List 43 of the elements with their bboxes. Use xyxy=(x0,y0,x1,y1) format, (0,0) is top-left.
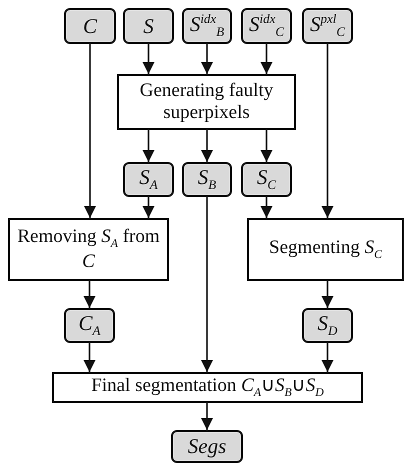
arrow xyxy=(260,130,272,162)
data-box xyxy=(182,8,232,44)
arrow xyxy=(201,403,213,430)
arrow xyxy=(260,197,272,218)
arrow xyxy=(84,343,96,372)
arrow xyxy=(142,130,154,162)
arrow xyxy=(84,44,96,218)
process-label: Segmenting S$_{C}$ xyxy=(269,237,382,262)
variable-label: S$_{B}$ xyxy=(198,165,216,194)
arrow xyxy=(142,197,154,218)
variable-label: C xyxy=(82,14,97,38)
arrow xyxy=(322,44,334,218)
arrow xyxy=(201,197,213,372)
arrow xyxy=(142,44,154,74)
data-box xyxy=(64,308,115,343)
process-box xyxy=(117,74,296,130)
data-box xyxy=(302,8,353,44)
data-box xyxy=(123,162,174,197)
process-box xyxy=(247,218,404,281)
arrow xyxy=(322,281,334,308)
process-box xyxy=(52,372,363,403)
arrow xyxy=(201,44,213,74)
variable-label: S xyxy=(143,14,154,38)
variable-label: S$_{A}$ xyxy=(139,165,158,194)
process-label: Final segmentation C$_{A}$∪S$_{B}$∪S$_{D}$ xyxy=(91,375,324,400)
data-box xyxy=(241,162,292,197)
data-box xyxy=(171,430,243,463)
variable-label: S$_{C}$ xyxy=(256,165,276,194)
variable-label: C$_{A}$ xyxy=(78,311,100,340)
arrow xyxy=(322,343,334,372)
data-box xyxy=(64,8,116,44)
process-box xyxy=(8,218,169,281)
variable-label: Segs xyxy=(188,434,226,459)
data-box xyxy=(182,162,232,197)
data-box xyxy=(123,8,174,44)
arrow xyxy=(84,281,96,308)
process-label: Generating faulty superpixels xyxy=(138,80,274,124)
arrow xyxy=(201,130,213,162)
process-label: Removing S$_{A}$ from C xyxy=(16,226,161,273)
variable-label: S$_{D}$ xyxy=(318,311,338,340)
arrow xyxy=(260,44,272,74)
data-box xyxy=(302,308,353,343)
data-box xyxy=(241,8,292,44)
